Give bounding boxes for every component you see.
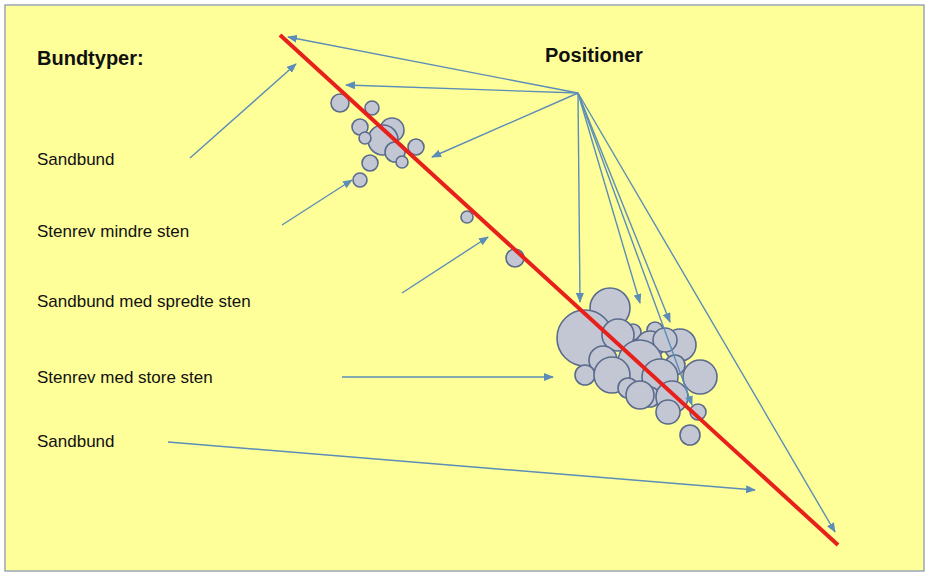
stones — [331, 94, 717, 445]
seabed-type-label: Stenrev med store sten — [37, 368, 213, 388]
seabed-type-label: Sandbund — [37, 150, 115, 170]
seabed-type-label: Sandbund med spredte sten — [37, 292, 251, 312]
transect-line — [280, 35, 838, 545]
seabed-type-label: Sandbund — [37, 432, 115, 452]
background-panel — [5, 5, 924, 571]
group-heading: Bundtyper: — [37, 46, 144, 70]
seabed-type-label: Stenrev mindre sten — [37, 222, 189, 242]
leader-lines — [168, 37, 835, 532]
group-heading: Positioner — [545, 43, 643, 67]
